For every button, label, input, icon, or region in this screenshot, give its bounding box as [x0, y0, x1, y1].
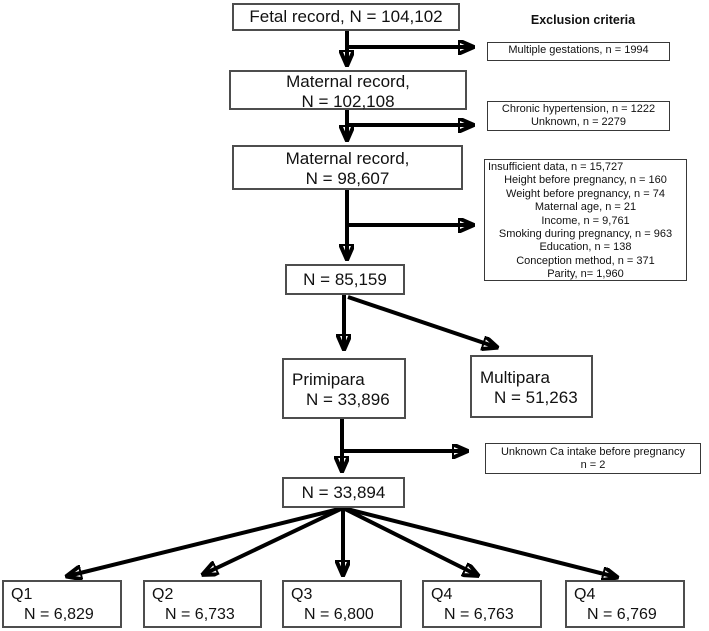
box-exclusion-insufficient-data: Insufficient data, n = 15,727 Height bef… [484, 159, 687, 281]
exclusion-multiple-gestations-line: Multiple gestations, n = 1994 [508, 44, 649, 56]
quintile-5-label: Q4 [574, 586, 596, 603]
exclusion-insufficient-line5: Income, n = 9,761 [541, 214, 630, 227]
box-n85159-label: N = 85,159 [303, 270, 387, 289]
exclusion-ca-intake-line2: n = 2 [580, 459, 606, 472]
box-n33894-label: N = 33,894 [301, 483, 386, 502]
box-quintile-3: Q3 N = 6,800 [282, 580, 402, 628]
box-multipara: Multipara N = 51,263 [470, 355, 593, 418]
exclusion-insufficient-line8: Conception method, n = 371 [516, 254, 655, 267]
quintile-3-value: N = 6,800 [304, 606, 374, 623]
exclusion-criteria-heading: Exclusion criteria [530, 13, 636, 27]
quintile-2-label: Q2 [152, 586, 174, 603]
exclusion-insufficient-line3: Weight before pregnancy, n = 74 [506, 187, 665, 200]
arrow-n33894-to-q5 [342, 506, 616, 577]
exclusion-insufficient-line6: Smoking during pregnancy, n = 963 [498, 228, 673, 241]
arrow-n33894-to-q1 [68, 506, 344, 576]
exclusion-insufficient-line2: Height before pregnancy, n = 160 [504, 174, 667, 187]
box-maternal-record-2: Maternal record, N = 98,607 [232, 145, 463, 190]
box-maternal-record-1: Maternal record, N = 102,108 [229, 70, 467, 111]
arrow-n33894-to-q2 [204, 506, 344, 574]
quintile-4-label: Q4 [431, 586, 453, 603]
exclusion-ca-intake-line1: Unknown Ca intake before pregnancy [500, 446, 686, 458]
quintile-1-label: Q1 [11, 586, 33, 603]
box-fetal-record: Fetal record, N = 104,102 [232, 3, 460, 31]
box-exclusion-multiple-gestations: Multiple gestations, n = 1994 [487, 42, 670, 61]
arrow-n85159-to-multipara [347, 295, 496, 347]
box-exclusion-hypertension: Chronic hypertension, n = 1222 Unknown, … [487, 101, 670, 131]
arrow-n33894-to-q4 [342, 506, 477, 575]
exclusion-insufficient-line7: Education, n = 138 [539, 241, 632, 254]
box-quintile-2: Q2 N = 6,733 [143, 580, 262, 628]
box-fetal-record-label: Fetal record, N = 104,102 [249, 7, 443, 26]
box-multipara-line2: N = 51,263 [494, 388, 578, 407]
box-quintile-5: Q4 N = 6,769 [565, 580, 685, 628]
quintile-5-value: N = 6,769 [587, 606, 657, 623]
quintile-4-value: N = 6,763 [444, 606, 514, 623]
quintile-3-label: Q3 [291, 586, 313, 603]
exclusion-insufficient-line9: Parity, n= 1,960 [547, 268, 624, 281]
box-n85159: N = 85,159 [285, 264, 405, 295]
exclusion-insufficient-line1: Insufficient data, n = 15,727 [488, 161, 624, 173]
exclusion-hypertension-line2: Unknown, n = 2279 [530, 116, 627, 129]
box-n33894: N = 33,894 [282, 477, 405, 508]
exclusion-hypertension-line1: Chronic hypertension, n = 1222 [501, 103, 656, 115]
quintile-2-value: N = 6,733 [165, 606, 235, 623]
quintile-1-value: N = 6,829 [24, 606, 94, 623]
box-quintile-4: Q4 N = 6,763 [422, 580, 542, 628]
box-exclusion-ca-intake: Unknown Ca intake before pregnancy n = 2 [485, 443, 701, 474]
box-maternal-record-2-line2: N = 98,607 [305, 169, 390, 188]
exclusion-insufficient-line4: Maternal age, n = 21 [534, 201, 637, 214]
box-maternal-record-2-line1: Maternal record, [285, 149, 410, 168]
box-multipara-line1: Multipara [480, 368, 550, 387]
box-primipara: Primipara N = 33,896 [282, 358, 406, 419]
box-primipara-line2: N = 33,896 [306, 390, 390, 409]
box-primipara-line1: Primipara [292, 370, 365, 389]
box-maternal-record-1-line1: Maternal record, [286, 72, 410, 91]
box-maternal-record-1-line2: N = 102,108 [301, 92, 395, 111]
box-quintile-1: Q1 N = 6,829 [2, 580, 122, 628]
